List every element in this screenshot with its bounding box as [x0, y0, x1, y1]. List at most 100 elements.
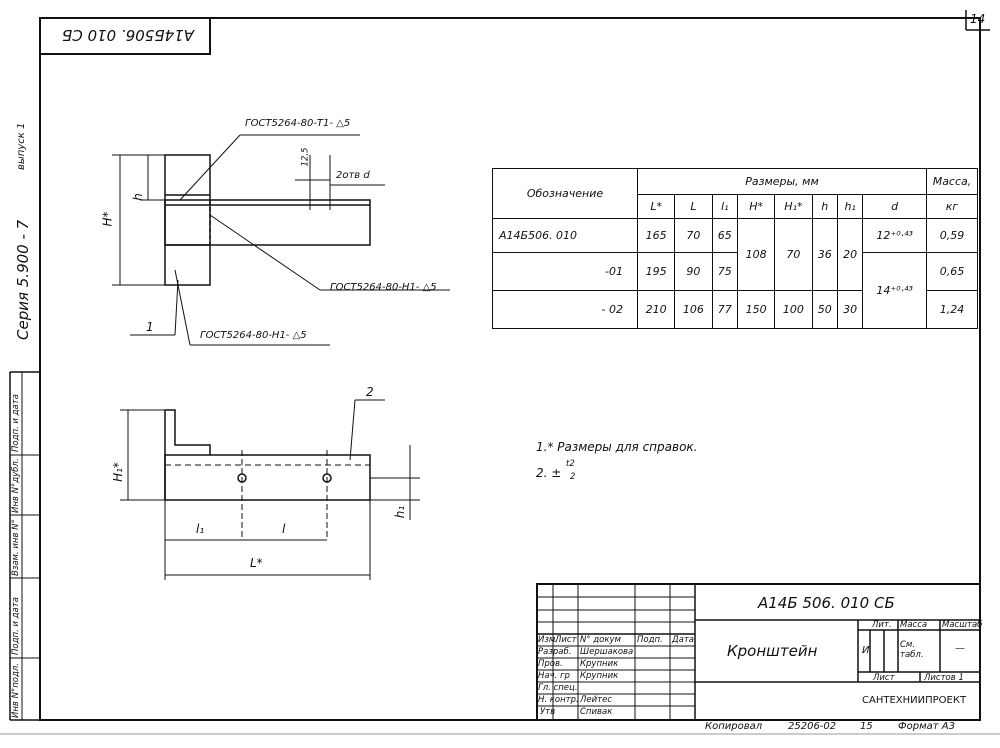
holes-label: 2отв d — [336, 170, 370, 181]
row0-l1: 65 — [711, 218, 738, 253]
hdr-h1: h₁ — [836, 194, 864, 219]
weld-right-callout: ГОСТ5264-80-Н1- △5 — [330, 282, 437, 293]
col-dims: Размеры, мм — [637, 168, 927, 195]
row2-h: 50 — [811, 290, 838, 329]
doc-code-rotated: А14Б506. 010 СБ — [62, 26, 194, 44]
footer-format: Формат А3 — [898, 721, 955, 732]
row1-l1: 75 — [711, 252, 738, 291]
col-mass: Масса, — [926, 168, 978, 195]
row2-H: 150 — [736, 290, 776, 329]
footer-num: 15 — [860, 721, 873, 732]
hdr-h: h — [811, 194, 838, 219]
side-stamp-sign: Подп. и дата — [11, 597, 21, 655]
side-stamp-replace: Взам. инв N° — [11, 519, 21, 576]
drawing-frame — [39, 17, 981, 721]
top-view — [112, 134, 450, 346]
hole-size-label: 12,5 — [300, 147, 311, 167]
row0-mass: 0,59 — [926, 218, 978, 253]
tb-role-1: Пров. — [538, 659, 563, 669]
side-stamp-inv: Инв N°подл. — [11, 662, 21, 718]
row2-l: 106 — [674, 290, 713, 329]
d-a: 12⁺⁰·⁴³ — [862, 218, 927, 253]
row1-l: 90 — [674, 252, 713, 291]
tb-sheets-label: Листов 1 — [924, 673, 964, 683]
tb-mass-value: См. табл. — [900, 640, 924, 660]
row0-L: 165 — [636, 218, 676, 253]
tb-col-date: Дата — [672, 635, 695, 645]
tb-person-1: Крупник — [580, 659, 619, 669]
shared-H: 108 — [736, 218, 776, 291]
dim-H1: H₁* — [110, 462, 125, 482]
dim-h1: h₁ — [393, 505, 408, 519]
tb-person-0: Шершакова — [580, 647, 634, 657]
row0-name: А14Б506. 010 — [492, 218, 638, 253]
tb-role-4: Н. контр. — [538, 695, 579, 705]
side-stamp-sign2: Подп. и дата — [11, 394, 21, 452]
row1-name: -01 — [492, 252, 638, 291]
row2-h1: 30 — [836, 290, 864, 329]
note-2: 2. ± — [536, 466, 562, 480]
note-2-frac-bottom: 2 — [570, 472, 576, 482]
tb-name: Кронштейн — [727, 642, 818, 660]
tb-person-2: Крупник — [580, 671, 619, 681]
tb-scale-label: Масштаб — [942, 620, 983, 630]
hdr-l: L — [674, 194, 713, 219]
shared-h: 36 — [811, 218, 838, 291]
shared-H1: 70 — [774, 218, 813, 291]
hdr-H: H* — [736, 194, 776, 219]
tb-role-5: Утв — [540, 707, 556, 717]
row0-l: 70 — [674, 218, 713, 253]
tb-sheet-label: Лист — [873, 673, 895, 683]
tb-designation: А14Б 506. 010 СБ — [758, 594, 895, 612]
hdr-L: L* — [636, 194, 676, 219]
row2-L: 210 — [636, 290, 676, 329]
tb-organization: САНТЕХНИИПРОЕКТ — [862, 695, 967, 706]
row1-L: 195 — [636, 252, 676, 291]
tb-scale-value: — — [955, 643, 965, 654]
hdr-d: d — [862, 194, 927, 219]
issue-label: выпуск 1 — [16, 122, 27, 170]
tb-person-5: Спивак — [580, 707, 613, 717]
tb-role-0: Разраб. — [538, 647, 572, 657]
shared-h1: 20 — [836, 218, 864, 291]
d-b: 14⁺⁰·⁴³ — [862, 252, 927, 329]
row2-l1: 77 — [711, 290, 738, 329]
footer-copied: Копировал — [705, 721, 763, 732]
side-stamp-dupl: Инв N°дубл. — [11, 458, 21, 513]
tb-role-2: Нач. гр — [538, 671, 570, 681]
tb-col-izm: Изм. — [538, 635, 558, 645]
part-2-label: 2 — [366, 385, 374, 399]
row1-mass: 0,65 — [926, 252, 978, 291]
row2-mass: 1,24 — [926, 290, 978, 329]
footer-order: 25206-02 — [788, 721, 837, 732]
note-1: 1.* Размеры для справок. — [536, 440, 698, 454]
doc-code-box — [39, 17, 211, 55]
tb-person-4: Лейтес — [580, 695, 612, 705]
tb-col-list: Лист — [555, 635, 577, 645]
page-number: 14 — [970, 12, 986, 26]
dim-L: L* — [250, 556, 263, 570]
row2-H1: 100 — [774, 290, 813, 329]
bottom-view — [120, 399, 420, 580]
note-2-frac-top: t2 — [566, 459, 575, 469]
weld-top-callout: ГОСТ5264-80-Т1- △5 — [245, 118, 351, 129]
dimensions-table: Обозначение Размеры, мм Масса, L* L l₁ H… — [492, 168, 978, 329]
dim-h: h — [130, 193, 145, 201]
tb-mass-label: Масса — [900, 620, 928, 630]
title-block-grid — [536, 583, 981, 721]
hdr-l1: l₁ — [711, 194, 738, 219]
col-designation: Обозначение — [492, 168, 638, 219]
tb-role-3: Гл. спец. — [538, 683, 578, 693]
dim-H: H* — [100, 211, 115, 227]
tb-lit-label: Лит. — [872, 620, 892, 630]
series-label: Серия 5.900 - 7 — [14, 219, 32, 340]
dim-l: l — [282, 522, 286, 536]
hdr-H1: H₁* — [774, 194, 813, 219]
tb-col-doc: N° докум — [580, 635, 621, 645]
mass-unit: кг — [926, 194, 978, 219]
dim-l1: l₁ — [196, 522, 205, 536]
tb-lit-value: И — [862, 645, 870, 656]
weld-bottom-callout: ГОСТ5264-80-Н1- △5 — [200, 330, 307, 341]
tb-col-sign: Подп. — [637, 635, 663, 645]
